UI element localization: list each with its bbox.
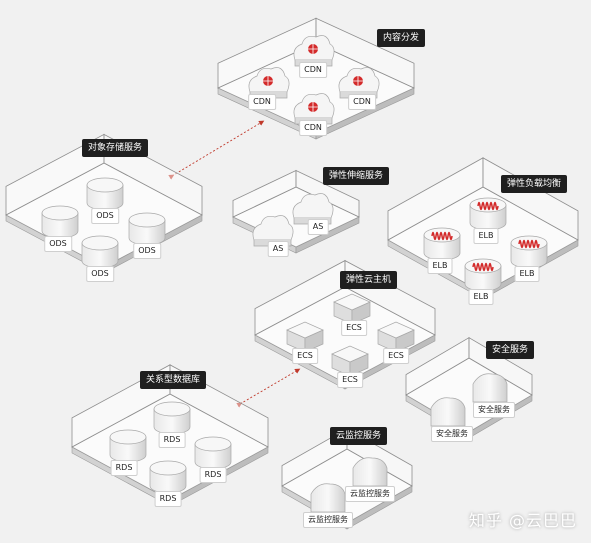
waveform-icon (477, 201, 499, 211)
ods-label-0: ODS (91, 208, 119, 224)
ecs-node-2 (377, 321, 415, 353)
security-label-0: 安全服务 (473, 402, 515, 418)
shield-icon (472, 373, 508, 403)
cdn-label-1: CDN (248, 94, 276, 110)
ecs-node-0 (333, 293, 371, 325)
as-label-0: AS (307, 219, 329, 235)
rds-label-1: RDS (110, 460, 138, 476)
title-cdn: 内容分发 (377, 29, 426, 47)
shield-icon (430, 397, 466, 427)
title-ods: 对象存储服务 (82, 139, 149, 157)
elb-label-1: ELB (427, 258, 453, 274)
security-label-1: 安全服务 (431, 426, 473, 442)
elb-label-0: ELB (473, 228, 499, 244)
monitor-label-1: 云监控服务 (303, 512, 353, 528)
title-ecs: 弹性云主机 (340, 271, 398, 289)
ods-node-3 (81, 235, 119, 269)
cdn-node-3 (293, 93, 335, 125)
monitor-node-1 (310, 483, 346, 513)
monitor-node-0 (352, 457, 388, 487)
cdn-ods-link (168, 120, 265, 180)
security-node-0 (472, 373, 508, 403)
rds-node-2 (194, 436, 232, 470)
monitor-label-0: 云监控服务 (345, 486, 395, 502)
title-elb: 弹性负载均衡 (501, 175, 568, 193)
ods-node-2 (128, 212, 166, 246)
ods-label-2: ODS (133, 243, 161, 259)
title-monitor: 云监控服务 (330, 427, 388, 445)
title-rds: 关系型数据库 (140, 371, 207, 389)
ecs-node-3 (331, 345, 369, 377)
elb-label-3: ELB (468, 289, 494, 305)
waveform-icon (431, 231, 453, 241)
shield-icon (310, 483, 346, 513)
ods-label-1: ODS (44, 236, 72, 252)
ecs-node-1 (286, 321, 324, 353)
title-as: 弹性伸缩服务 (323, 167, 390, 185)
waveform-icon (518, 239, 540, 249)
rds-ecs-link (236, 368, 301, 408)
waveform-icon (472, 262, 494, 272)
rds-label-3: RDS (154, 491, 182, 507)
cdn-node-2 (338, 67, 380, 99)
cdn-label-2: CDN (348, 94, 376, 110)
rds-node-0 (153, 401, 191, 435)
ecs-label-2: ECS (383, 348, 409, 364)
security-node-1 (430, 397, 466, 427)
as-label-1: AS (267, 241, 289, 257)
ods-node-1 (41, 205, 79, 239)
watermark: 知乎 @云巴巴 (468, 511, 577, 530)
rds-node-1 (109, 429, 147, 463)
cdn-label-0: CDN (299, 62, 327, 78)
elb-label-2: ELB (514, 266, 540, 282)
rds-label-0: RDS (158, 432, 186, 448)
rds-label-2: RDS (199, 467, 227, 483)
title-security: 安全服务 (486, 341, 535, 359)
ecs-label-1: ECS (292, 348, 318, 364)
ods-label-3: ODS (86, 266, 114, 282)
shield-icon (352, 457, 388, 487)
ods-node-0 (86, 177, 124, 211)
cdn-label-3: CDN (299, 120, 327, 136)
rds-node-3 (149, 460, 187, 494)
ecs-label-0: ECS (341, 320, 367, 336)
panel-cdn (217, 17, 415, 140)
ecs-label-3: ECS (337, 372, 363, 388)
